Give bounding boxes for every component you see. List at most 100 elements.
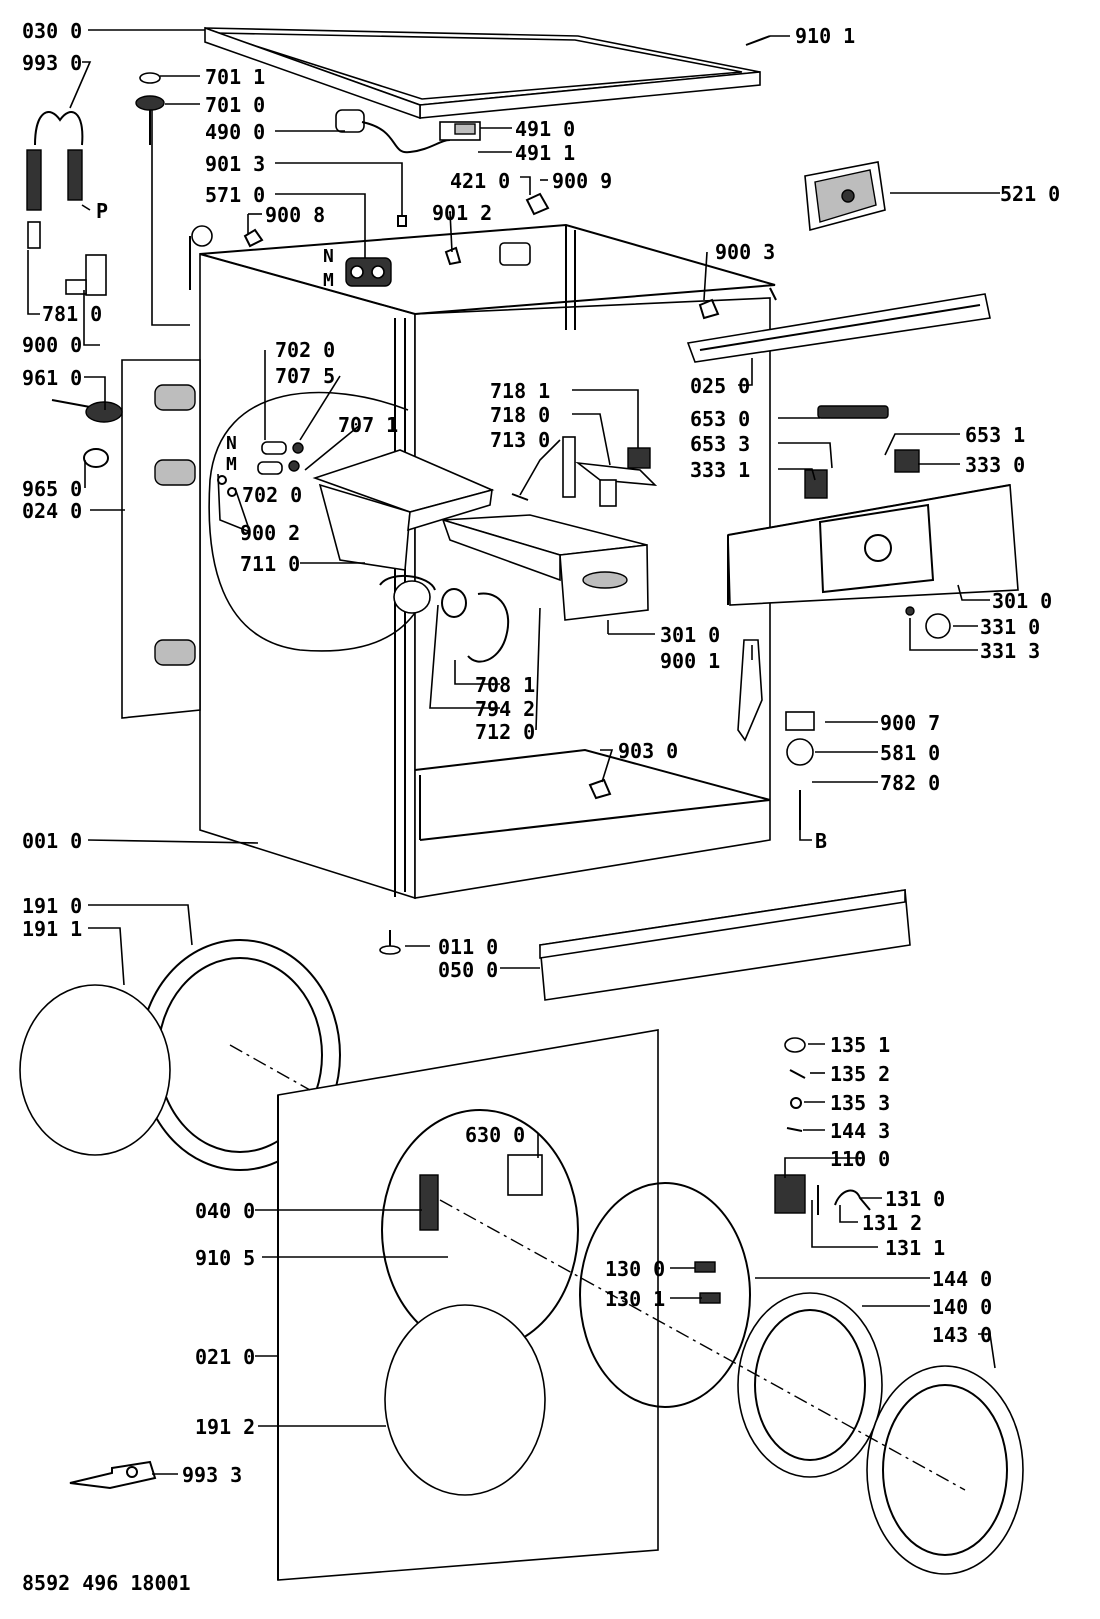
label-131-2: 131 2 xyxy=(862,1211,922,1235)
label-901-2: 901 2 xyxy=(432,201,492,225)
label-143-0: 143 0 xyxy=(932,1323,992,1347)
knob-part xyxy=(905,606,951,639)
door-glass-part xyxy=(737,1292,883,1478)
label-900-3: 900 3 xyxy=(715,240,775,264)
door-seal-part xyxy=(19,939,341,1171)
label-910-1: 910 1 xyxy=(795,24,855,48)
label-900-8: 900 8 xyxy=(265,203,325,227)
water-valve-part xyxy=(345,257,392,287)
label-m-solenoid: M xyxy=(226,454,237,475)
label-130-1: 130 1 xyxy=(605,1287,665,1311)
label-782-0: 782 0 xyxy=(880,771,940,795)
label-901-3: 901 3 xyxy=(205,152,265,176)
hose-parts xyxy=(441,588,510,663)
label-630-0: 630 0 xyxy=(465,1123,525,1147)
filter-part xyxy=(499,192,550,266)
screw-910-1-part xyxy=(745,35,771,46)
label-191-0: 191 0 xyxy=(22,894,82,918)
label-794-2: 794 2 xyxy=(475,697,535,721)
hinge-parts xyxy=(774,1037,871,1215)
label-191-1: 191 1 xyxy=(22,917,82,941)
label-n-solenoid: N xyxy=(226,433,237,454)
label-521-0: 521 0 xyxy=(1000,182,1060,206)
label-707-1: 707 1 xyxy=(338,413,398,437)
foot-part xyxy=(379,930,401,955)
label-050-0: 050 0 xyxy=(438,958,498,982)
label-130-0: 130 0 xyxy=(605,1257,665,1281)
label-718-0: 718 0 xyxy=(490,403,550,427)
gasket-part xyxy=(83,448,109,468)
dispenser-connector-part xyxy=(511,493,529,501)
label-001-0: 001 0 xyxy=(22,829,82,853)
label-491-0: 491 0 xyxy=(515,117,575,141)
label-191-2: 191 2 xyxy=(195,1415,255,1439)
front-rail-part xyxy=(686,293,991,363)
label-707-5: 707 5 xyxy=(275,364,335,388)
label-030-0: 030 0 xyxy=(22,19,82,43)
label-653-1: 653 1 xyxy=(965,423,1025,447)
dispenser-lever-part xyxy=(562,436,658,507)
label-040-0: 040 0 xyxy=(195,1199,255,1223)
inlet-hose-part xyxy=(26,111,107,296)
label-701-0: 701 0 xyxy=(205,93,265,117)
label-144-0: 144 0 xyxy=(932,1267,992,1291)
label-n-valve: N xyxy=(323,246,334,267)
label-131-0: 131 0 xyxy=(885,1187,945,1211)
door-ring-part xyxy=(866,1365,1024,1575)
control-board-part xyxy=(804,161,886,232)
label-b: B xyxy=(815,829,827,853)
label-900-0: 900 0 xyxy=(22,333,82,357)
label-331-0: 331 0 xyxy=(980,615,1040,639)
hook-part xyxy=(135,72,165,145)
label-140-0: 140 0 xyxy=(932,1295,992,1319)
leader-lines xyxy=(27,29,1000,1475)
label-421-0: 421 0 xyxy=(450,169,510,193)
solenoid-parts xyxy=(217,441,304,497)
label-702-0-bottom: 702 0 xyxy=(242,483,302,507)
label-993-3: 993 3 xyxy=(182,1463,242,1487)
label-m-valve: M xyxy=(323,270,334,291)
label-903-0: 903 0 xyxy=(618,739,678,763)
lock-parts xyxy=(804,449,920,499)
label-025-0: 025 0 xyxy=(690,374,750,398)
label-301-0-panel: 301 0 xyxy=(992,589,1052,613)
label-712-0: 712 0 xyxy=(475,720,535,744)
power-cord-part xyxy=(335,109,481,154)
label-781-0: 781 0 xyxy=(42,302,102,326)
tool-part xyxy=(69,1460,157,1490)
label-900-9: 900 9 xyxy=(552,169,612,193)
label-571-0: 571 0 xyxy=(205,183,265,207)
label-993-0: 993 0 xyxy=(22,51,82,75)
label-900-2: 900 2 xyxy=(240,521,300,545)
label-900-1: 900 1 xyxy=(660,649,720,673)
label-708-1: 708 1 xyxy=(475,673,535,697)
label-713-0: 713 0 xyxy=(490,428,550,452)
label-333-0: 333 0 xyxy=(965,453,1025,477)
label-144-3: 144 3 xyxy=(830,1119,890,1143)
label-p: P xyxy=(96,199,108,223)
label-301-0-drawer: 301 0 xyxy=(660,623,720,647)
label-900-7: 900 7 xyxy=(880,711,940,735)
label-711-0: 711 0 xyxy=(240,552,300,576)
label-490-0: 490 0 xyxy=(205,120,265,144)
control-panel-part xyxy=(727,484,1019,606)
bracket-part xyxy=(817,405,889,419)
label-024-0: 024 0 xyxy=(22,499,82,523)
label-131-1: 131 1 xyxy=(885,1236,945,1260)
callout-labels: 030 0 993 0 910 1 701 1 701 0 490 0 491 … xyxy=(22,19,1060,1595)
top-cover-part xyxy=(204,26,761,120)
rear-panel-part xyxy=(121,359,201,719)
label-331-3: 331 3 xyxy=(980,639,1040,663)
label-653-3: 653 3 xyxy=(690,432,750,456)
front-panel-part xyxy=(277,1029,659,1581)
tub-housing-part xyxy=(312,449,495,614)
label-333-1: 333 1 xyxy=(690,458,750,482)
label-021-0: 021 0 xyxy=(195,1345,255,1369)
label-011-0: 011 0 xyxy=(438,935,498,959)
label-653-0: 653 0 xyxy=(690,407,750,431)
label-491-1: 491 1 xyxy=(515,141,575,165)
door-lever-part xyxy=(737,639,763,742)
label-135-2: 135 2 xyxy=(830,1062,890,1086)
label-701-1: 701 1 xyxy=(205,65,265,89)
